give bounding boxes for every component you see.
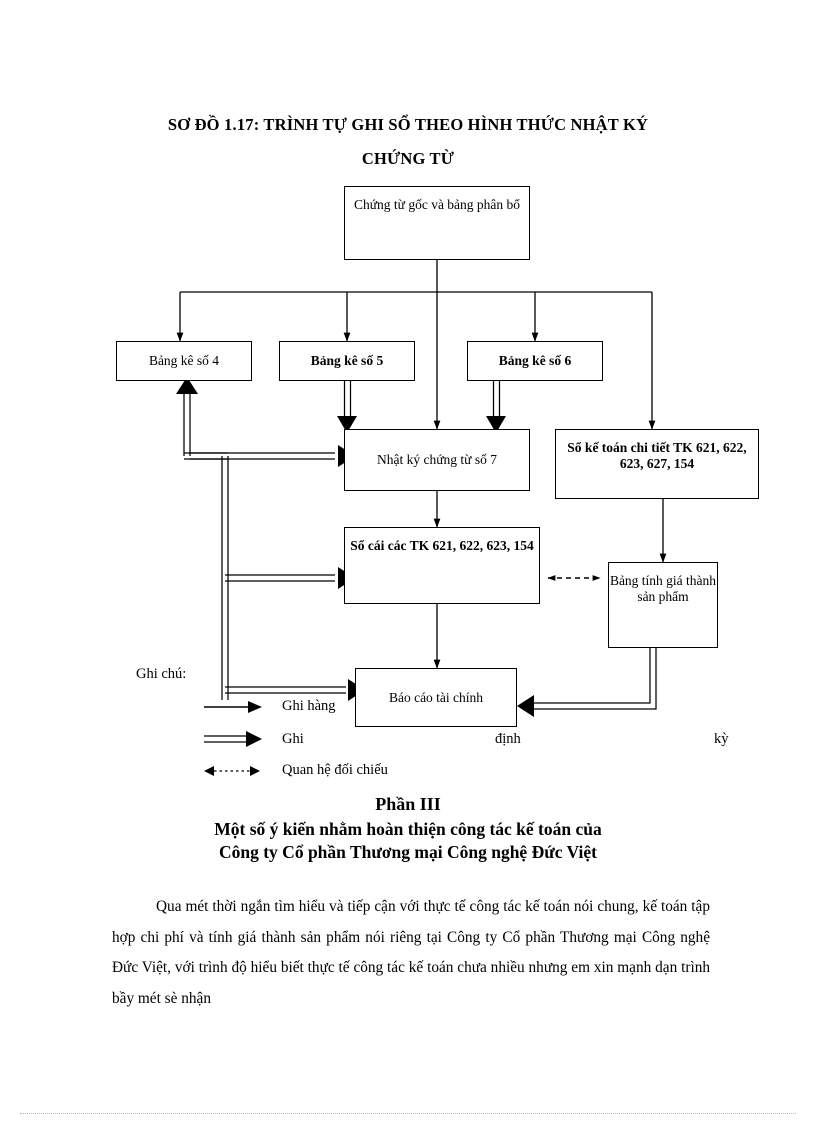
node-bang-ke-5-label: Bảng kê số 5 xyxy=(310,353,384,368)
node-bao-cao-tai-chinh-label: Báo cáo tài chính xyxy=(388,689,484,705)
section-subheading-line-2: Công ty Cổ phần Thương mại Công nghệ Đức… xyxy=(218,842,597,862)
node-chung-tu-goc[interactable]: Chứng từ gốc và bảng phân bổ xyxy=(344,186,530,260)
node-so-cai-label: Sổ cái các TK 621, 622, 623, 154 xyxy=(350,538,534,553)
legend-label-dinh: định xyxy=(495,731,521,747)
body-paragraph: Qua mét thời ngắn tìm hiểu và tiếp cận v… xyxy=(112,898,710,1007)
legend-label-ghi: Ghi xyxy=(282,731,304,747)
node-bang-tinh-gia-thanh[interactable]: Bảng tính giá thành sản phẩm xyxy=(608,562,718,648)
footer-separator xyxy=(20,1113,796,1115)
legend-label-ghi-hang: Ghi hàng xyxy=(282,698,336,714)
legend-title: Ghi chú: xyxy=(136,666,187,682)
node-nhat-ky-chung-tu-7-label: Nhật ký chứng từ số 7 xyxy=(377,452,497,467)
page-title-line-1: SƠ ĐỒ 1.17: TRÌNH TỰ GHI SỔ THEO HÌNH TH… xyxy=(167,115,649,134)
node-nhat-ky-chung-tu-7[interactable]: Nhật ký chứng từ số 7 xyxy=(344,429,530,491)
legend-single-arrowhead-icon xyxy=(248,701,262,713)
node-bang-tinh-gia-thanh-label: Bảng tính giá thành sản phẩm xyxy=(609,573,717,604)
legend-dotted-arrowhead-right-icon xyxy=(250,766,260,776)
connector-banggia-to-baocao-a xyxy=(528,648,651,704)
section-heading: Phần III xyxy=(375,794,441,814)
node-bang-ke-6-label: Bảng kê số 6 xyxy=(498,353,572,368)
legend-dotted-arrowhead-left-icon xyxy=(204,766,214,776)
node-chung-tu-goc-label: Chứng từ gốc và bảng phân bổ xyxy=(353,197,521,212)
node-bang-ke-6[interactable]: Bảng kê số 6 xyxy=(467,341,603,381)
legend-label-quan-he-doi-chieu: Quan hệ đối chiếu xyxy=(282,762,388,778)
legend-label-ky: kỳ xyxy=(714,731,729,747)
node-so-ke-toan-chi-tiet-label: Sổ kế toán chi tiết TK 621, 622, 623, 62… xyxy=(567,440,747,471)
page-title-line-2: CHỨNG TỪ xyxy=(361,149,455,168)
connector-banggia-to-baocao-b xyxy=(528,648,657,710)
arrowhead-into-baocao-right xyxy=(517,695,534,717)
node-so-cai[interactable]: Sổ cái các TK 621, 622, 623, 154 xyxy=(344,527,540,604)
section-subheading-line-1: Một số ý kiến nhằm hoàn thiện công tác k… xyxy=(214,819,602,839)
node-bang-ke-5[interactable]: Bảng kê số 5 xyxy=(279,341,415,381)
node-bang-ke-4-label: Bảng kê số 4 xyxy=(148,353,220,368)
page-title: SƠ ĐỒ 1.17: TRÌNH TỰ GHI SỔ THEO HÌNH TH… xyxy=(108,108,708,176)
legend-double-arrowhead-icon xyxy=(246,731,262,747)
node-bao-cao-tai-chinh[interactable]: Báo cáo tài chính xyxy=(355,668,517,727)
node-bang-ke-4[interactable]: Bảng kê số 4 xyxy=(116,341,252,381)
node-so-ke-toan-chi-tiet[interactable]: Sổ kế toán chi tiết TK 621, 622, 623, 62… xyxy=(555,429,759,499)
